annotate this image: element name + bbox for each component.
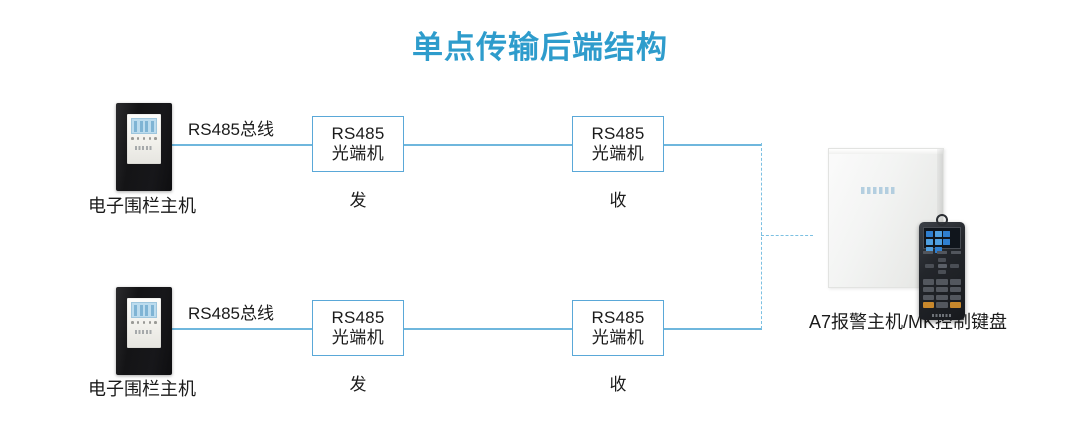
rs485-transmitter-box-top: RS485 光端机 [312, 116, 404, 172]
rs485-rx-caption-bottom: 收 [609, 375, 627, 394]
rs485-tx-line1-top: RS485 [331, 123, 385, 143]
rs485-rx-line1-bottom: RS485 [591, 307, 645, 327]
control-keypad [919, 214, 965, 320]
destination-caption: A7报警主机/MK控制键盘 [808, 312, 1008, 332]
connector-rx-to-trunk-bottom [664, 328, 762, 330]
device-indicator-dots [131, 321, 157, 324]
device-logo [135, 330, 153, 334]
nav-up-icon [938, 258, 946, 263]
keypad-softkey-row [923, 251, 961, 255]
fence-host-device-bottom [116, 287, 172, 375]
rs485-rx-caption-top: 收 [609, 191, 627, 210]
connector-tx-to-rx-top [404, 144, 572, 146]
connector-rx-to-trunk-top [664, 144, 762, 146]
rs485-receiver-box-bottom: RS485 光端机 [572, 300, 664, 356]
device-lcd-screen [131, 117, 157, 134]
device-lcd-screen [131, 301, 157, 318]
keypad-navigation-pad [923, 258, 961, 277]
connector-device-to-tx-bottom [172, 328, 312, 330]
nav-down-icon [938, 270, 946, 275]
rs485-rx-line2-bottom: 光端机 [591, 328, 645, 347]
keypad-lcd-screen [923, 227, 961, 254]
device-logo [135, 146, 153, 150]
device-front-panel [127, 298, 161, 348]
rs485-receiver-box-top: RS485 光端机 [572, 116, 664, 172]
dashed-trunk-vertical [761, 143, 762, 329]
keypad-brand-logo [932, 314, 952, 317]
rs485-tx-line1-bottom: RS485 [331, 307, 385, 327]
rs485-tx-line2-bottom: 光端机 [331, 328, 385, 347]
rs485-rx-line1-top: RS485 [591, 123, 645, 143]
rs485-rx-line2-top: 光端机 [591, 144, 645, 163]
device-caption-bottom: 电子围栏主机 [88, 379, 196, 399]
connector-device-to-tx-top [172, 144, 312, 146]
dashed-branch-to-destination [761, 235, 813, 236]
keypad-number-keys [923, 279, 961, 308]
fence-host-device-top [116, 103, 172, 191]
alarm-host-logo [861, 187, 895, 194]
keypad-hanging-ring [936, 214, 948, 226]
nav-left-icon [925, 264, 934, 269]
alarm-host-panel [828, 148, 944, 288]
nav-right-icon [950, 264, 959, 269]
alarm-host-top-edge [829, 149, 943, 154]
device-front-panel [127, 114, 161, 164]
rs485-tx-caption-top: 发 [349, 191, 367, 210]
device-caption-top: 电子围栏主机 [88, 196, 196, 216]
rs485-transmitter-box-bottom: RS485 光端机 [312, 300, 404, 356]
nav-ok-icon [937, 264, 947, 269]
rs485-tx-line2-top: 光端机 [331, 144, 385, 163]
connector-tx-to-rx-bottom [404, 328, 572, 330]
page-title: 单点传输后端结构 [412, 30, 668, 65]
device-indicator-dots [131, 137, 157, 140]
rs485-tx-caption-bottom: 发 [349, 375, 367, 394]
bus-label-bottom: RS485总线 [186, 299, 276, 324]
bus-label-top: RS485总线 [186, 115, 276, 140]
